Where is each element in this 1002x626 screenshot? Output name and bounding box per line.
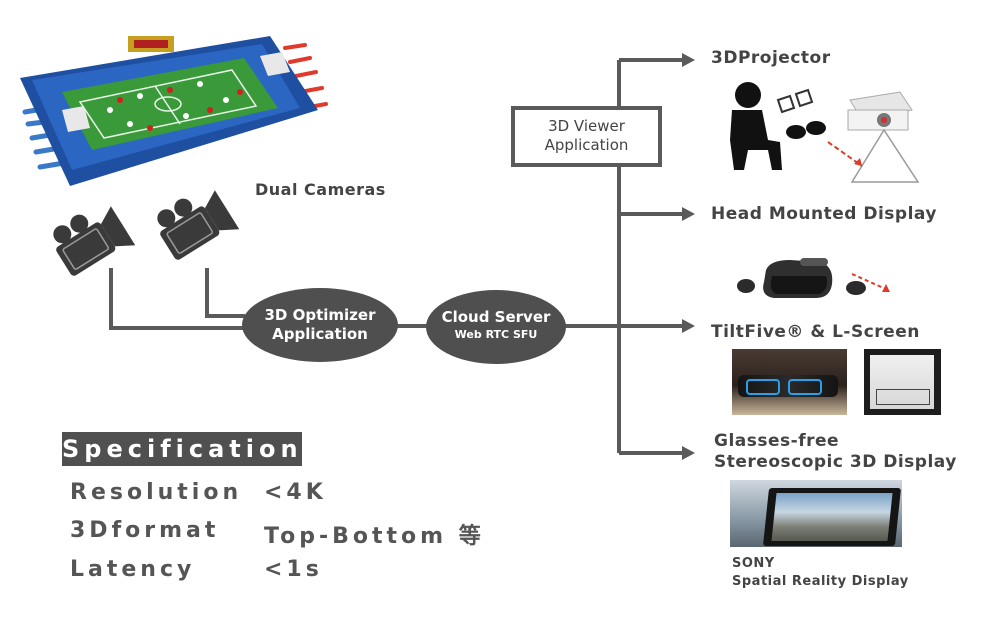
soccer-table-game-image xyxy=(20,36,328,186)
spec-latency-value: <1s xyxy=(264,557,323,582)
hmd-label: Head Mounted Display xyxy=(711,204,937,224)
cloud-line1: Cloud Server xyxy=(441,308,551,326)
spec-latency-label: Latency xyxy=(70,557,196,582)
optimizer-label: 3D Optimizer Application xyxy=(242,306,398,344)
spec-resolution-label: Resolution xyxy=(70,480,243,505)
person-with-3d-glasses-icon xyxy=(730,82,826,170)
cloud-line2: Web RTC SFU xyxy=(454,328,538,341)
arrow-tiltfive xyxy=(682,319,695,333)
specification-title: Specification xyxy=(62,432,302,466)
sony-label-line1: SONY xyxy=(732,556,775,571)
cloud-node xyxy=(426,290,566,364)
glassesfree-label-line1: Glasses-free xyxy=(714,431,840,451)
glassesfree-label-line2: Stereoscopic 3D Display xyxy=(714,452,957,472)
arrow-projector xyxy=(682,53,695,67)
connector-camera2-optimizer xyxy=(205,268,245,318)
optimizer-node xyxy=(242,288,398,362)
optimizer-line1: 3D Optimizer xyxy=(264,306,376,324)
arrow-hmd xyxy=(682,207,695,221)
viewer-line1: 3D Viewer xyxy=(548,117,625,135)
projector-icon xyxy=(827,91,920,183)
dual-cameras-label: Dual Cameras xyxy=(255,180,386,199)
spec-format-label: 3Dformat xyxy=(70,518,220,543)
vr-headset-icon xyxy=(737,258,890,298)
viewer-label: 3D Viewer Application xyxy=(513,117,660,155)
projector-label: 3DProjector xyxy=(711,48,831,68)
sony-label-line2: Spatial Reality Display xyxy=(732,574,909,589)
l-screen-photo xyxy=(864,349,941,415)
tiltfive-label: TiltFive® & L-Screen xyxy=(711,322,920,342)
arrow-glassesfree xyxy=(682,446,695,460)
spec-resolution-value: <4K xyxy=(264,480,327,505)
video-camera-icon-right xyxy=(157,190,240,260)
ar-glasses-photo xyxy=(732,349,847,415)
optimizer-line2: Application xyxy=(272,325,368,343)
video-camera-icon-left xyxy=(53,206,136,276)
viewer-node-box xyxy=(511,106,662,167)
viewer-line2: Application xyxy=(544,136,629,154)
arrowheads xyxy=(682,53,695,460)
connector-camera1-optimizer xyxy=(109,268,245,330)
spec-format-value: Top-Bottom 等 xyxy=(264,524,485,549)
tablet-display-photo xyxy=(730,480,902,547)
cloud-label: Cloud Server Web RTC SFU xyxy=(426,308,566,343)
